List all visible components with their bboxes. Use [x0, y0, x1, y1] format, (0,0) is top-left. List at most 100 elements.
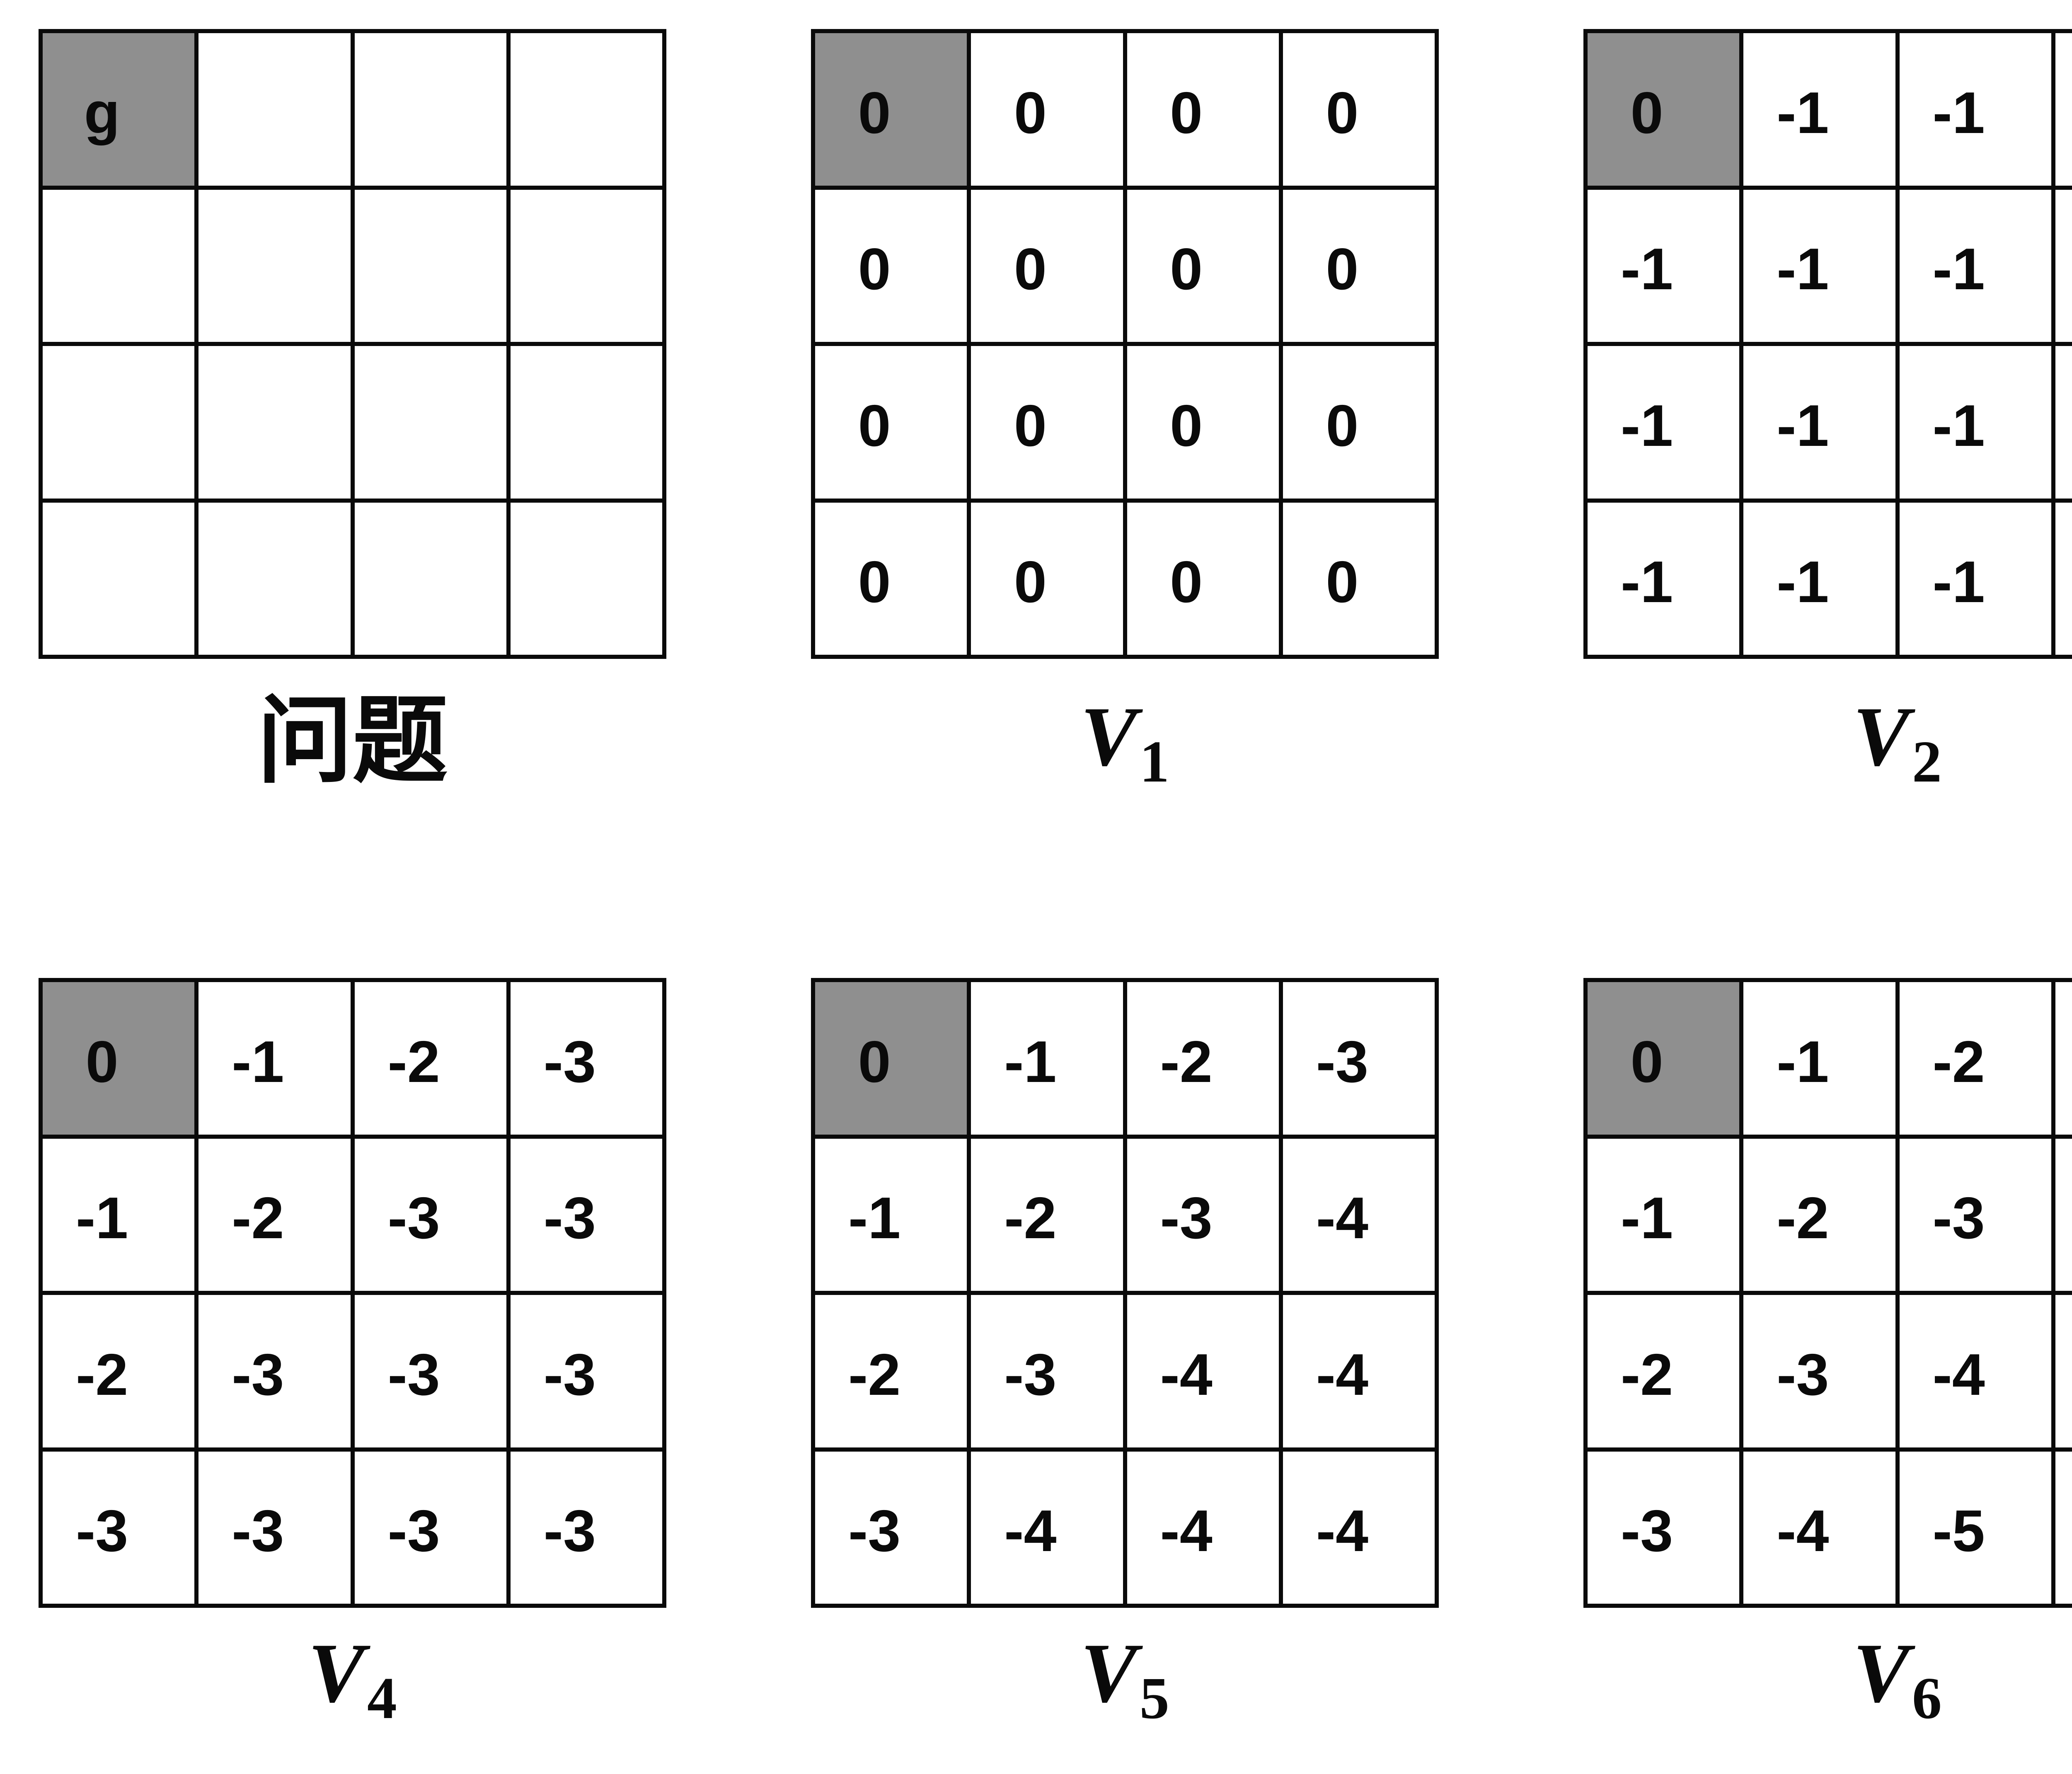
- caption-v1: V1: [811, 694, 1439, 791]
- figure-problem: g 问题: [39, 29, 666, 789]
- grid-cell-problem-r3c3: [510, 502, 662, 655]
- grid-cell-v4-r1c0: -1: [43, 1138, 195, 1291]
- grid-cell-v5-r3c0: -3: [815, 1451, 967, 1604]
- grid-cell-v5-r0c1: -1: [971, 982, 1123, 1135]
- v-symbol: V: [1853, 1626, 1910, 1720]
- v-symbol: V: [1080, 1626, 1137, 1720]
- grid-cell-problem-r0c2: [354, 33, 506, 186]
- grid-cell-problem-r1c1: [198, 189, 351, 342]
- grid-cell-v4-r2c1: -3: [198, 1295, 351, 1447]
- grid-cell-v4-r2c0: -2: [43, 1295, 195, 1447]
- grid-cell-v6-r0c1: -1: [1743, 982, 1895, 1135]
- grid-cell-v4-r3c0: -3: [43, 1451, 195, 1604]
- caption-v2: V2: [1583, 694, 2072, 791]
- figure-v5: 0-1-2-3-1-2-3-4-2-3-4-4-3-4-4-4 V5: [811, 978, 1439, 1728]
- grid-v2: 0-1-1-1-1-1-1-1-1-1-1-1-1-1-1-1: [1583, 29, 2072, 659]
- grid-cell-v5-r2c1: -3: [971, 1295, 1123, 1447]
- grid-cell-v1-r3c0: 0: [815, 502, 967, 655]
- grid-cell-v1-r2c3: 0: [1283, 346, 1435, 499]
- v-subscript: 5: [1139, 1665, 1169, 1732]
- grid-cell-problem-r1c2: [354, 189, 506, 342]
- grid-cell-v4-r0c1: -1: [198, 982, 351, 1135]
- grid-cell-v1-r2c1: 0: [971, 346, 1123, 499]
- grid-cell-v2-r0c1: -1: [1743, 33, 1895, 186]
- figure-v2: 0-1-1-1-1-1-1-1-1-1-1-1-1-1-1-1 V2: [1583, 29, 2072, 791]
- grid-cell-v6-r0c3: -3: [2055, 982, 2072, 1135]
- grid-cell-v5-r1c0: -1: [815, 1138, 967, 1291]
- grid-cell-problem-r3c0: [43, 502, 195, 655]
- grid-cell-v5-r0c3: -3: [1283, 982, 1435, 1135]
- grid-cell-v2-r3c2: -1: [1899, 502, 2051, 655]
- grid-cell-v6-r2c1: -3: [1743, 1295, 1895, 1447]
- grid-cell-v1-r1c2: 0: [1127, 189, 1279, 342]
- grid-cell-v2-r0c3: -1: [2055, 33, 2072, 186]
- grid-cell-problem-r1c3: [510, 189, 662, 342]
- grid-cell-v2-r2c1: -1: [1743, 346, 1895, 499]
- grid-v4: 0-1-2-3-1-2-3-3-2-3-3-3-3-3-3-3: [39, 978, 666, 1608]
- grid-cell-v4-r1c1: -2: [198, 1138, 351, 1291]
- grid-cell-v4-r0c0: 0: [43, 982, 195, 1135]
- v-symbol: V: [308, 1626, 365, 1720]
- grid-cell-problem-r2c2: [354, 346, 506, 499]
- grid-cell-v2-r1c1: -1: [1743, 189, 1895, 342]
- grid-cell-v2-r0c2: -1: [1899, 33, 2051, 186]
- grid-cell-problem-r2c0: [43, 346, 195, 499]
- grid-cell-v5-r1c3: -4: [1283, 1138, 1435, 1291]
- grid-cell-v1-r1c3: 0: [1283, 189, 1435, 342]
- grid-cell-v6-r3c2: -5: [1899, 1451, 2051, 1604]
- grid-cell-v2-r3c3: -1: [2055, 502, 2072, 655]
- grid-cell-v6-r1c0: -1: [1588, 1138, 1740, 1291]
- v-subscript: 4: [367, 1665, 397, 1732]
- grid-cell-v6-r1c2: -3: [1899, 1138, 2051, 1291]
- grid-cell-v2-r3c0: -1: [1588, 502, 1740, 655]
- grid-cell-v5-r1c1: -2: [971, 1138, 1123, 1291]
- v-symbol: V: [1853, 690, 1910, 784]
- grid-cell-v2-r2c0: -1: [1588, 346, 1740, 499]
- grid-cell-v6-r2c3: -5: [2055, 1295, 2072, 1447]
- grid-cell-v1-r0c3: 0: [1283, 33, 1435, 186]
- grid-cell-v4-r1c3: -3: [510, 1138, 662, 1291]
- grid-cell-v1-r0c0: 0: [815, 33, 967, 186]
- grid-cell-v1-r3c3: 0: [1283, 502, 1435, 655]
- grid-cell-problem-r3c1: [198, 502, 351, 655]
- grid-cell-v6-r2c2: -4: [1899, 1295, 2051, 1447]
- grid-cell-v5-r3c1: -4: [971, 1451, 1123, 1604]
- grid-cell-problem-r3c2: [354, 502, 506, 655]
- grid-cell-v6-r0c0: 0: [1588, 982, 1740, 1135]
- grid-cell-v2-r2c3: -1: [2055, 346, 2072, 499]
- grid-cell-v6-r3c0: -3: [1588, 1451, 1740, 1604]
- grid-cell-v4-r0c2: -2: [354, 982, 506, 1135]
- caption-v6: V6: [1583, 1631, 2072, 1728]
- grid-cell-problem-r1c0: [43, 189, 195, 342]
- caption-v4: V4: [39, 1631, 666, 1728]
- figure-v4: 0-1-2-3-1-2-3-3-2-3-3-3-3-3-3-3 V4: [39, 978, 666, 1728]
- grid-cell-v6-r0c2: -2: [1899, 982, 2051, 1135]
- caption-v5: V5: [811, 1631, 1439, 1728]
- grid-cell-v2-r1c2: -1: [1899, 189, 2051, 342]
- grid-cell-v4-r3c3: -3: [510, 1451, 662, 1604]
- grid-cell-v2-r0c0: 0: [1588, 33, 1740, 186]
- v-subscript: 6: [1912, 1665, 1942, 1732]
- grid-cell-v5-r2c3: -4: [1283, 1295, 1435, 1447]
- grid-cell-v5-r1c2: -3: [1127, 1138, 1279, 1291]
- grid-cell-v5-r2c2: -4: [1127, 1295, 1279, 1447]
- grid-cell-problem-r0c1: [198, 33, 351, 186]
- v-subscript: 1: [1139, 729, 1169, 795]
- grid-v6: 0-1-2-3-1-2-3-4-2-3-4-5-3-4-5-5: [1583, 978, 2072, 1608]
- grid-cell-v2-r1c0: -1: [1588, 189, 1740, 342]
- grid-cell-v1-r1c1: 0: [971, 189, 1123, 342]
- grid-cell-v5-r3c3: -4: [1283, 1451, 1435, 1604]
- figure-v6: 0-1-2-3-1-2-3-4-2-3-4-5-3-4-5-5 V6: [1583, 978, 2072, 1728]
- grid-cell-v4-r2c2: -3: [354, 1295, 506, 1447]
- grid-cell-problem-r2c1: [198, 346, 351, 499]
- grid-cell-v2-r1c3: -1: [2055, 189, 2072, 342]
- grid-cell-problem-r2c3: [510, 346, 662, 499]
- grid-v5: 0-1-2-3-1-2-3-4-2-3-4-4-3-4-4-4: [811, 978, 1439, 1608]
- grid-cell-v6-r3c1: -4: [1743, 1451, 1895, 1604]
- grid-cell-v1-r2c0: 0: [815, 346, 967, 499]
- grid-cell-v2-r2c2: -1: [1899, 346, 2051, 499]
- grid-cell-v1-r3c1: 0: [971, 502, 1123, 655]
- grid-cell-v6-r3c3: -5: [2055, 1451, 2072, 1604]
